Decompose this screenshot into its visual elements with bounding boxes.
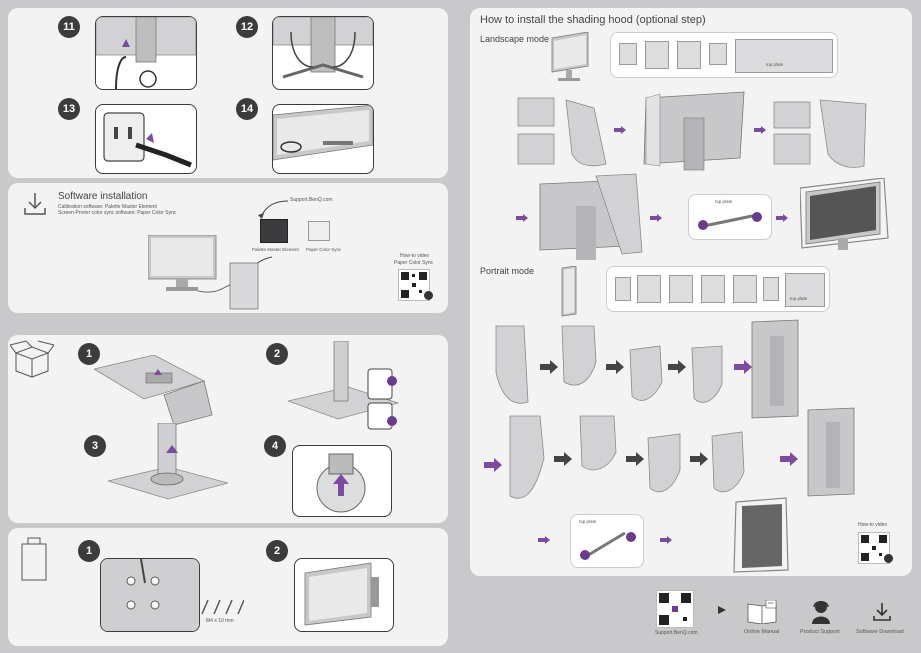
arrow-right: [776, 214, 788, 222]
part-r2: [677, 41, 701, 69]
step-14-illustration: [272, 104, 374, 174]
product-support-icon[interactable]: [810, 598, 832, 624]
landscape-monitor-icon: [550, 32, 590, 84]
portrait-part-4: [701, 275, 725, 303]
panel-shading-hood: How to install the shading hood (optiona…: [470, 8, 912, 576]
panel-steps-11-14: 11 12 13 14: [8, 8, 448, 178]
paper-color-sync-video-label: Paper Color Sync: [394, 260, 433, 266]
portrait-top-plate-detail-label: top plate: [579, 519, 596, 524]
wall-step-number-1: 1: [78, 540, 100, 562]
step-11-illustration: [95, 16, 197, 90]
hood-how-to-video-label: How-to video: [858, 522, 887, 528]
pdf-badge: PDF: [768, 601, 774, 605]
software-download-label[interactable]: Software Download: [856, 629, 904, 635]
play-icon[interactable]: [424, 291, 433, 300]
portrait-hood-finished: [732, 496, 792, 574]
step-13-illustration: [95, 104, 197, 174]
product-support-label[interactable]: Product Support: [800, 629, 840, 635]
landscape-side-assembly: [510, 94, 620, 174]
top-plate-detail-label: top plate: [715, 199, 732, 204]
stand-step-1-illustration: [94, 355, 214, 425]
portrait-part-6: [763, 277, 779, 301]
portrait-row-1: [490, 322, 770, 412]
paper-color-sync-app-icon: [308, 221, 330, 241]
arrow-right: [660, 536, 672, 544]
step-number-14: 14: [236, 98, 258, 120]
step-12-illustration: [272, 16, 374, 90]
portrait-part-5: [733, 275, 757, 303]
stand-step-4-illustration: [292, 445, 392, 517]
online-manual-label[interactable]: Online Manual: [744, 629, 779, 635]
portrait-part-3: [669, 275, 693, 303]
landscape-hood-mounting: [536, 172, 646, 264]
software-line-screen-printer: Screen-Printer color sync software: Pape…: [58, 210, 176, 216]
part-l2: [645, 41, 669, 69]
arrow-right: [754, 126, 766, 134]
paper-color-sync-label: Paper Color Sync: [306, 247, 341, 252]
footer-qr-code[interactable]: [656, 590, 694, 628]
bag-icon: [16, 534, 52, 582]
wall-step-2-illustration: [294, 558, 394, 632]
portrait-monitor-back-2: [802, 404, 862, 500]
stand-step-3-illustration: [108, 423, 228, 513]
landscape-parts-tile: top plate: [610, 32, 838, 78]
step-number-11: 11: [58, 16, 80, 38]
part-l1: [619, 43, 637, 65]
footer-url[interactable]: Support.BenQ.com: [655, 630, 698, 636]
arrow-right: [614, 126, 626, 134]
screws-illustration: [198, 596, 244, 616]
landscape-monitor-back: [640, 84, 750, 176]
stand-step-2-illustration: [288, 341, 408, 431]
portrait-parts-tile: top plate: [606, 266, 830, 312]
download-icon: [22, 191, 48, 217]
software-download-icon[interactable]: [872, 602, 892, 622]
panel-stand-assembly: 1 2 3 4: [8, 335, 448, 523]
how-to-video-label: How-to video: [400, 253, 429, 259]
open-box-icon: [10, 339, 54, 379]
step-number-13: 13: [58, 98, 80, 120]
panel-wall-mount: 1 M4 x 10 mm 2: [8, 528, 448, 646]
top-plate-part: top plate: [735, 39, 833, 73]
part-r1: [709, 43, 727, 65]
top-plate-detail: top plate: [688, 194, 772, 240]
palette-master-app-icon: [260, 219, 288, 243]
portrait-top-plate-detail: top plate: [570, 514, 644, 568]
portrait-part-1: [615, 277, 631, 301]
stand-step-number-3: 3: [84, 435, 106, 457]
wall-step-1-illustration: [100, 558, 200, 632]
support-url[interactable]: Support.BenQ.com: [290, 197, 333, 203]
step-number-12: 12: [236, 16, 258, 38]
desktop-computer-illustration: [148, 235, 263, 310]
stand-step-number-4: 4: [264, 435, 286, 457]
arrow-right: [650, 214, 662, 222]
arrow-right: [516, 214, 528, 222]
hood-title: How to install the shading hood (optiona…: [480, 14, 706, 26]
portrait-part-2: [637, 275, 661, 303]
portrait-monitor-back-1: [746, 316, 806, 420]
portrait-top-plate: top plate: [785, 273, 825, 307]
landscape-hood-finished: [800, 178, 890, 258]
screw-size-label: M4 x 10 mm: [206, 618, 234, 624]
portrait-monitor-icon: [558, 266, 582, 320]
panel-software-installation: Software installation Calibration softwa…: [8, 183, 448, 313]
play-arrow-icon: [718, 606, 726, 614]
hood-play-icon[interactable]: [884, 554, 893, 563]
landscape-side-assembly-2: [770, 94, 880, 174]
landscape-mode-label: Landscape mode: [480, 34, 549, 44]
curved-arrow-icon: [254, 199, 290, 219]
top-plate-label: top plate: [766, 62, 783, 67]
stand-step-number-2: 2: [266, 343, 288, 365]
arrow-right: [538, 536, 550, 544]
portrait-top-plate-label: top plate: [790, 296, 807, 301]
software-title: Software installation: [58, 191, 148, 202]
portrait-row-2: [484, 412, 814, 508]
wall-step-number-2: 2: [266, 540, 288, 562]
portrait-mode-label: Portrait mode: [480, 266, 534, 276]
